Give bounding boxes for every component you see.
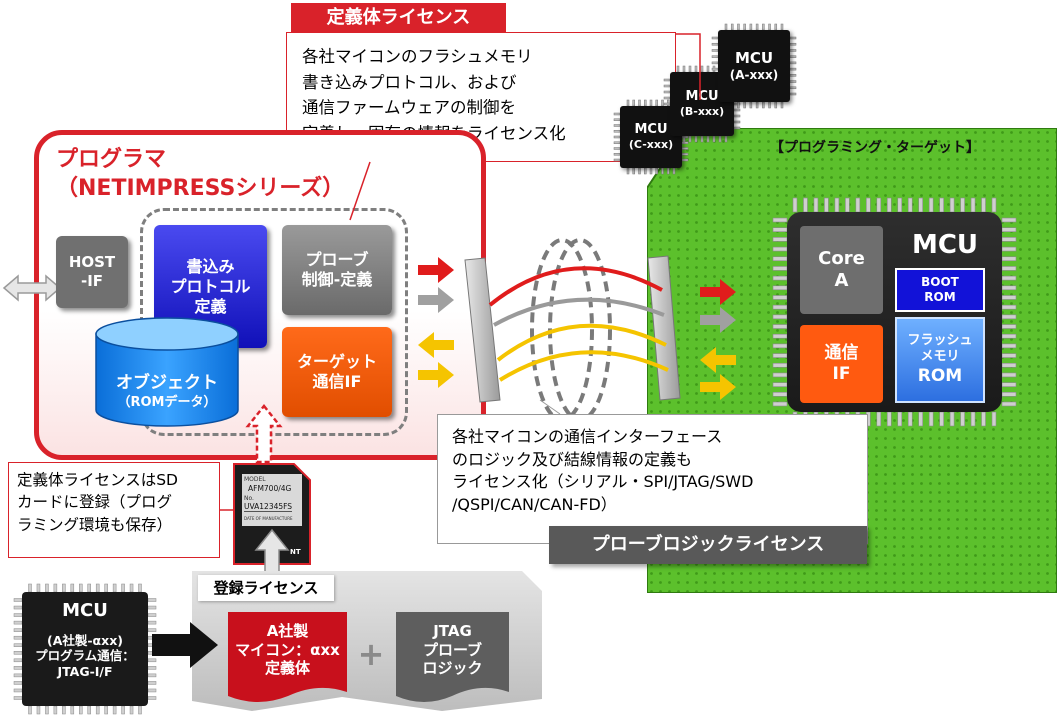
flash-rom-label: ROM	[917, 365, 963, 386]
license-title: 定義体ライセンス	[291, 3, 506, 33]
sd-card: MODEL AFM700/4G No. UVA12345FS DATE OF M…	[232, 462, 312, 566]
programmer-title: プログラマ （NETIMPRESSシリーズ）	[56, 147, 345, 201]
flash-memory-label: フラッシュ メモリ	[907, 333, 973, 365]
registration-tag: 登録ライセンス	[198, 575, 334, 601]
object-title: オブジェクト	[116, 373, 218, 394]
mcu-to-license-arrow	[152, 622, 218, 668]
mcu-b-name: MCU	[685, 89, 719, 104]
plus-sign: +	[357, 635, 385, 673]
object-database	[95, 317, 239, 427]
sd-callout	[8, 462, 220, 558]
bottom-mcu-pins	[13, 583, 157, 715]
bottom-mcu-desc: (A社製-αxx) プログラム通信： JTAG-I/F	[35, 632, 135, 679]
sd-serial: UVA12345FS	[244, 502, 293, 512]
probe-logic-title: プローブロジックライセンス	[549, 526, 867, 564]
sd-date-label: DATE OF MANUFACTURE	[244, 516, 293, 521]
mcu-c-model: (C-xxx)	[628, 138, 674, 152]
license-description: 各社マイコンのフラシュメモリ 書き込みプロトコル、および 通信ファームウェアの制…	[302, 47, 566, 143]
sd-no-label: No.	[244, 495, 254, 502]
mcu-a-model: (A-xxx)	[729, 67, 779, 82]
boot-rom-block: BOOT ROM	[895, 268, 985, 312]
comm-if-block: 通信 IF	[800, 325, 883, 403]
core-a-block: Core A	[800, 226, 883, 314]
definition-doc-label: A社製 マイコン：αxx 定義体	[235, 621, 340, 678]
sd-description: 定義体ライセンスはSD カードに登録（プログ ラミング環境も保存）	[17, 471, 178, 534]
sd-model-label: MODEL	[244, 476, 266, 483]
host-if-block: HOST -IF	[56, 236, 128, 308]
bottom-mcu-chip	[22, 592, 148, 706]
mcu-chip-a: MCU (A-xxx)	[718, 30, 790, 102]
probe-cable-graphic	[418, 238, 736, 420]
probe-logic-callout	[437, 414, 868, 544]
sd-model: AFM700/4G	[248, 484, 292, 493]
upload-arrow	[245, 404, 283, 464]
flash-rom-block: フラッシュ メモリ ROM	[895, 317, 985, 403]
probe-logic-description: 各社マイコンの通信インターフェース のロジック及び結線情報の定義も ライセンス化…	[452, 427, 754, 515]
jtag-doc-label: JTAG プローブ ロジック	[422, 621, 483, 678]
jtag-doc-shape	[396, 612, 509, 702]
target-if-block: ターゲット 通信IF	[282, 327, 392, 417]
bottom-mcu-title: MCU	[62, 599, 108, 621]
object-subtitle: （ROMデータ）	[117, 394, 217, 410]
board-title: 【プログラミング・ターゲット】	[770, 140, 980, 156]
mcu-b-model: (B-xxx)	[679, 105, 725, 119]
sd-maker: NT	[290, 548, 301, 556]
mcu-c-name: MCU	[634, 122, 668, 137]
mcu-a-name: MCU	[734, 49, 774, 68]
probe-control-block: プローブ 制御-定義	[282, 225, 392, 315]
definition-doc-shape	[228, 612, 347, 702]
target-mcu-label: MCU	[911, 229, 979, 260]
object-label: オブジェクト （ROMデータ）	[92, 362, 242, 422]
